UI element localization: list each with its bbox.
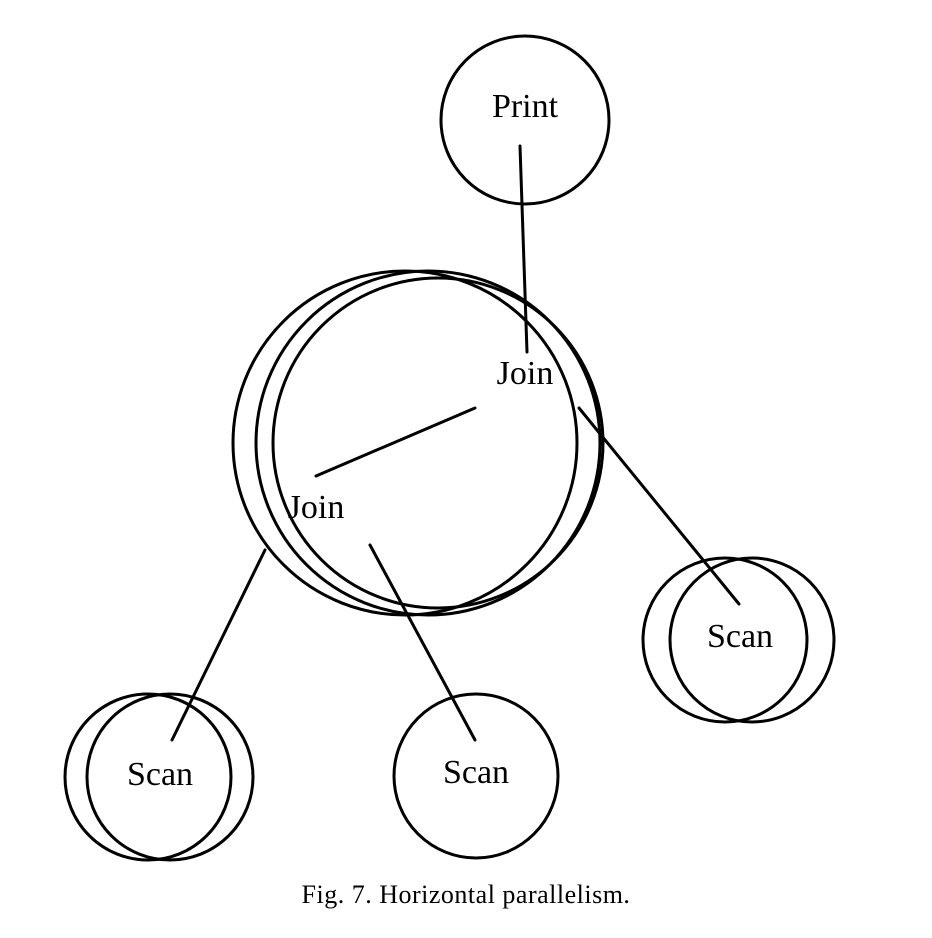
edge-join-bottom-to-scan-left	[170, 548, 267, 742]
join-cluster-circle-outer	[231, 269, 579, 617]
join-bottom-label: Join	[288, 489, 345, 526]
print-node-circle	[439, 34, 611, 206]
edge-join-top-to-join-bottom	[314, 406, 477, 478]
join-cluster-circle-middle	[254, 269, 602, 617]
print-node-label: Print	[492, 88, 559, 125]
scan-right-label: Scan	[707, 618, 773, 655]
scan-left-label: Scan	[127, 756, 193, 793]
scan-middle-node: Scan	[392, 692, 560, 860]
edges	[170, 144, 741, 742]
edge-join-bottom-to-scan-middle	[368, 543, 477, 742]
scan-left-node: Scan	[63, 692, 255, 862]
join-cluster-circle-inner	[271, 276, 605, 610]
scan-middle-circle	[392, 692, 560, 860]
scan-left-circle-outer	[63, 692, 233, 862]
scan-middle-label: Scan	[443, 754, 509, 791]
join-cluster	[231, 269, 605, 617]
edge-join-top-to-scan-right	[577, 406, 741, 606]
figure-caption: Fig. 7. Horizontal parallelism.	[301, 880, 631, 909]
scan-right-circle-outer	[641, 556, 809, 724]
scan-right-node: Scan	[641, 556, 836, 724]
edge-print-to-join-top	[518, 144, 529, 354]
scan-right-circle-inner	[668, 556, 836, 724]
print-node: Print	[439, 34, 611, 206]
join-top-label: Join	[497, 355, 554, 392]
scan-left-circle-inner	[85, 692, 255, 862]
